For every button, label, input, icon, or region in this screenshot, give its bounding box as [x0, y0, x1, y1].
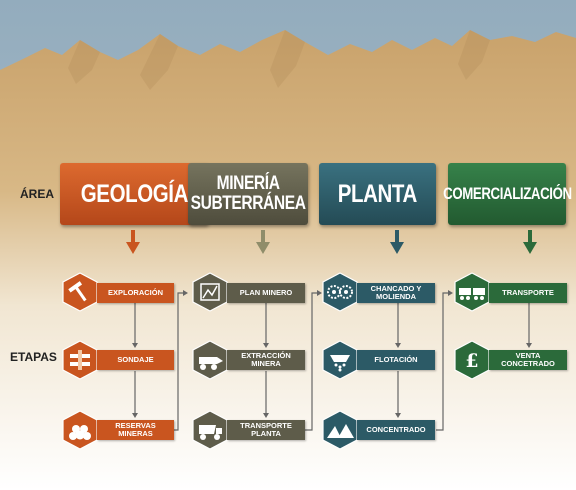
- stage-flotacion-label: FLOTACIÓN: [374, 354, 418, 364]
- area-arrows: [126, 230, 537, 254]
- stage-extraccion-line1: EXTRACCIÓN: [241, 350, 291, 360]
- stage-concentrado: CONCENTRADO: [357, 420, 435, 440]
- stage-sondaje: SONDAJE: [97, 350, 174, 370]
- stage-reservas-line2: MINERAS: [118, 429, 153, 438]
- area-planta: PLANTA: [319, 163, 436, 225]
- stage-chancado-line1: CHANCADO Y: [370, 283, 422, 293]
- area-planta-title: PLANTA: [337, 179, 418, 208]
- concentrate-pile-icon: [322, 410, 358, 450]
- svg-text:£: £: [465, 350, 478, 372]
- stage-reservas-line1: RESERVAS: [115, 420, 156, 430]
- stage-flotacion: FLOTACIÓN: [357, 350, 435, 370]
- area-mineria-title: MINERÍA SUBTERRÁNEA: [191, 174, 306, 214]
- mountains: [0, 30, 576, 490]
- area-mineria-title-line1: MINERÍA: [216, 173, 280, 194]
- stage-transporte: TRANSPORTE: [489, 283, 567, 303]
- ore-pile-icon: [62, 410, 98, 450]
- stage-transporte-planta-line2: PLANTA: [251, 429, 281, 438]
- pound-icon: £: [454, 340, 490, 380]
- drill-core-icon: [62, 340, 98, 380]
- stage-sondaje-label: SONDAJE: [117, 354, 154, 364]
- mine-truck-icon: [192, 410, 228, 450]
- crusher-gears-icon: [322, 272, 358, 312]
- stage-exploracion: EXPLORACIÓN: [97, 283, 174, 303]
- area-comercializacion: COMERCIALIZACIÓN: [443, 163, 572, 225]
- stage-chancado-line2: MOLIENDA: [375, 292, 416, 301]
- stage-plan-minero: PLAN MINERO: [227, 283, 305, 303]
- row-label-area: ÁREA: [20, 187, 55, 201]
- mine-plan-icon: [192, 272, 228, 312]
- train-icon: [454, 272, 490, 312]
- area-comercializacion-title: COMERCIALIZACIÓN: [442, 184, 572, 203]
- hammer-icon: [62, 272, 98, 312]
- stage-transporte-planta-line1: TRANSPORTE: [240, 420, 292, 430]
- stage-plan-minero-label: PLAN MINERO: [239, 287, 293, 297]
- area-mineria-title-line2: SUBTERRÁNEA: [190, 193, 306, 214]
- loader-icon: [192, 340, 228, 380]
- stage-extraccion-line2: MINERA: [251, 359, 281, 368]
- row-label-etapas: ETAPAS: [10, 350, 57, 364]
- area-mineria-subterranea: MINERÍA SUBTERRÁNEA: [188, 163, 308, 225]
- connector-arrowheads: [132, 290, 532, 418]
- stage-concentrado-label: CONCENTRADO: [366, 424, 426, 434]
- connectors: [134, 292, 530, 431]
- flotation-icon: [322, 340, 358, 380]
- area-geologia: GEOLOGÍA: [60, 163, 208, 225]
- mountain-shading: [68, 30, 490, 90]
- stage-exploracion-label: EXPLORACIÓN: [107, 287, 163, 297]
- area-geologia-title: GEOLOGÍA: [80, 179, 188, 208]
- stage-venta-line1: VENTA: [515, 350, 541, 360]
- stage-transporte-label: TRANSPORTE: [502, 287, 554, 297]
- stage-venta-line2: CONCETRADO: [501, 359, 555, 368]
